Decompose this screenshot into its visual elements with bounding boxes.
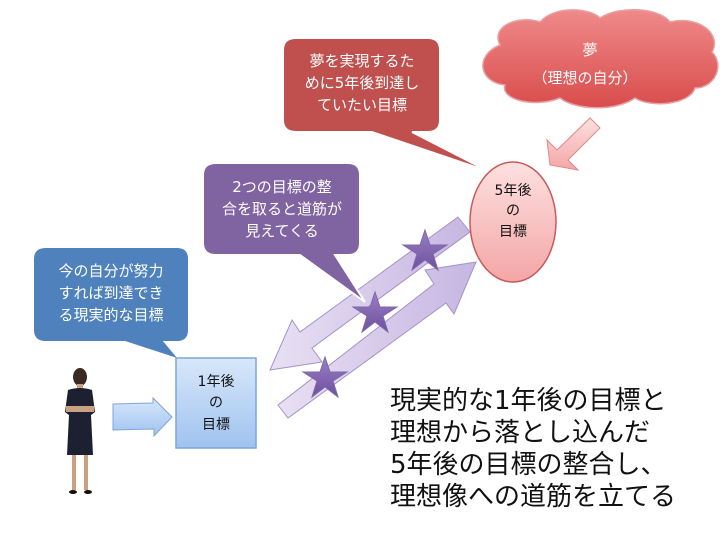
dream-to-goal-arrow [546,117,601,171]
callout-one-year-line: すれば到達でき [58,284,163,302]
star-icons [301,228,449,399]
one-year-goal: 1年後 の 目標 [175,357,257,449]
callout-alignment-line: 合を取ると道筋が [222,200,342,218]
summary-line: 理想像への道筋を立てる [390,482,676,512]
one-year-goal-line: 目標 [202,417,230,433]
dream-cloud: 夢 （理想の自分） [482,9,719,109]
summary-line: 現実的な1年後の目標と [390,386,667,416]
summary-line: 理想から落とし込んだ [390,418,650,448]
callout-one-year: 今の自分が努力 すれば到達でき る現実的な目標 [32,246,190,363]
star-icon [301,355,349,399]
star-icon [351,290,399,334]
callout-one-year-line: 今の自分が努力 [58,262,163,280]
five-year-goal-line: の [506,203,520,219]
callout-alignment-line: 2つの目標の整 [232,178,332,196]
person-figure [65,368,95,494]
dream-subtitle: （理想の自分） [532,69,637,87]
summary-line: 5年後の目標の整合し、 [390,450,667,480]
summary-text: 現実的な1年後の目標と 理想から落とし込んだ 5年後の目標の整合し、 理想像への… [390,386,676,512]
dream-title: 夢 [582,41,597,59]
callout-one-year-line: る現実的な目標 [58,306,163,324]
callout-five-year-line: めに5年後到達し [305,74,420,92]
callout-alignment-line: 見えてくる [245,222,319,240]
callout-five-year: 夢を実現するた めに5年後到達し ていたい目標 [282,37,491,173]
five-year-goal: 5年後 の 目標 [469,161,557,283]
one-year-goal-line: 1年後 [198,374,235,390]
callout-five-year-line: 夢を実現するた [309,52,414,70]
five-year-goal-line: 目標 [499,224,527,240]
one-year-goal-line: の [209,395,223,411]
callout-alignment: 2つの目標の整 合を取ると道筋が 見えてくる [202,162,366,303]
star-icon [401,228,449,272]
callout-five-year-line: ていたい目標 [317,96,407,114]
five-year-goal-line: 5年後 [495,183,532,199]
person-to-goal-arrow [112,396,173,438]
